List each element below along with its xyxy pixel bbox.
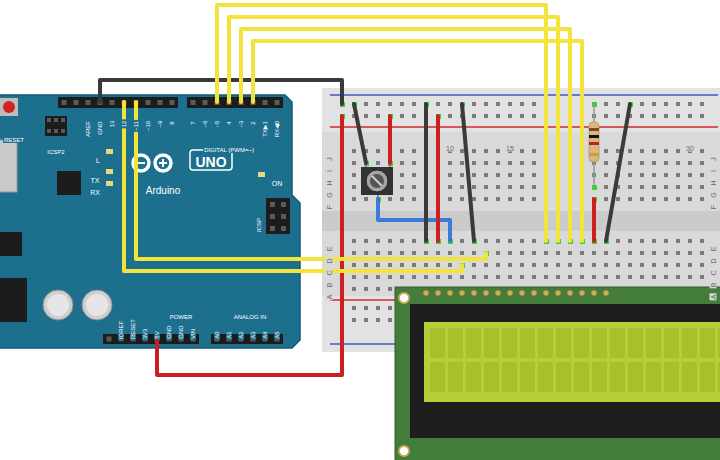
column-number: 30 [685,145,695,152]
row-letter: F [710,204,717,210]
row-letter: I [710,169,717,173]
column-number: 10 [445,145,455,152]
header-title: DIGITAL (PWM=~) [203,147,255,153]
pin-label: 12 [121,120,127,129]
pin-label: GND [97,120,103,135]
row-letter: H [710,179,717,186]
wires [100,5,630,375]
pin-label: ~9 [157,120,163,129]
row-letter: B [326,282,333,289]
row-letter: C [710,269,717,276]
row-letter: F [326,204,333,210]
header-title: ICSP [256,217,262,233]
pin-label: VIN [190,328,196,340]
pin-label: GND [178,325,184,340]
row-letter: A [710,294,717,301]
pin-label: TX▶1 [262,120,268,138]
pin-label: AREF [85,120,91,138]
arduino-board [0,95,300,348]
pin-label: ~5 [214,120,220,129]
led-label: TX [90,177,101,184]
row-letter: H [326,179,333,186]
header-title: POWER [169,314,194,320]
pin-label: ~10 [145,120,151,132]
pin-label: A2 [238,331,244,340]
row-letter: G [326,191,333,198]
row-letter: D [710,257,717,264]
pin-label: ~6 [202,120,208,129]
pin-label: RESET [130,318,136,340]
pin-label: ~11 [133,120,139,132]
pin-label: IOREF [118,320,124,340]
pin-label: 4 [226,120,232,125]
pin-label: 7 [190,120,196,125]
row-letter: A [326,294,333,301]
pin-label: A4 [262,331,268,340]
led-label: ON [271,180,284,187]
pin-label: 5V [154,331,160,340]
pin-label: A5 [274,331,280,340]
potentiometer [361,163,393,199]
pin-label: ~3 [238,120,244,129]
header-title: ANALOG IN [233,314,268,320]
row-letter: E [326,246,333,253]
led-label: L [95,157,101,164]
model-name: UNO [194,155,227,169]
row-letter: J [326,156,333,162]
board-label: ICSP2 [46,149,65,155]
pin-label: GND [166,325,172,340]
row-letter: B [710,282,717,289]
row-letter: G [710,191,717,198]
pin-label: 3V3 [142,327,148,340]
pin-label: A3 [250,331,256,340]
lcd-module [395,287,720,460]
pin-label: 2 [250,120,256,125]
plugged-holes [340,102,633,268]
row-letter: D [326,257,333,264]
resistor-symbol [589,104,599,187]
pin-label: 8 [169,120,175,125]
board-label: RESET [3,137,25,143]
led-label: RX [89,189,101,196]
row-letter: I [326,169,333,173]
pin-label: A0 [214,331,220,340]
row-letter: C [326,269,333,276]
row-letter: E [710,246,717,253]
brand-name: Arduino [145,186,181,196]
row-letter: J [710,156,717,162]
pin-label: RX◀0 [274,120,280,138]
column-number: 15 [505,145,515,152]
pin-label: A1 [226,331,232,340]
pin-label: 13 [109,120,115,129]
